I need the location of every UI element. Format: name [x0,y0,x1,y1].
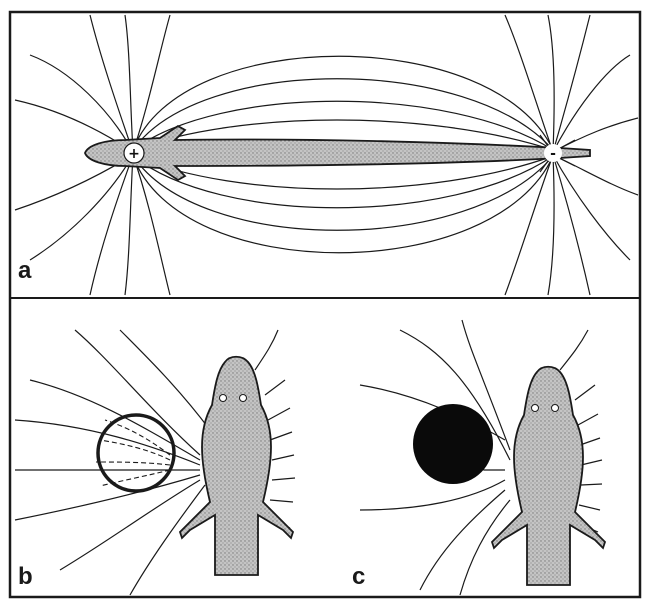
panel-b-label: b [18,563,33,590]
fish-eye-right-b [240,395,247,402]
negative-pole-symbol: - [550,146,556,162]
positive-pole-symbol: + [128,146,140,162]
fish-eye-right-c [552,405,559,412]
fish-eye-left-c [532,405,539,412]
panel-a-label: a [18,257,32,284]
panel-c-label: c [352,563,365,590]
non-conductive-object-disc [413,404,493,484]
fish-eye-left-b [220,395,227,402]
